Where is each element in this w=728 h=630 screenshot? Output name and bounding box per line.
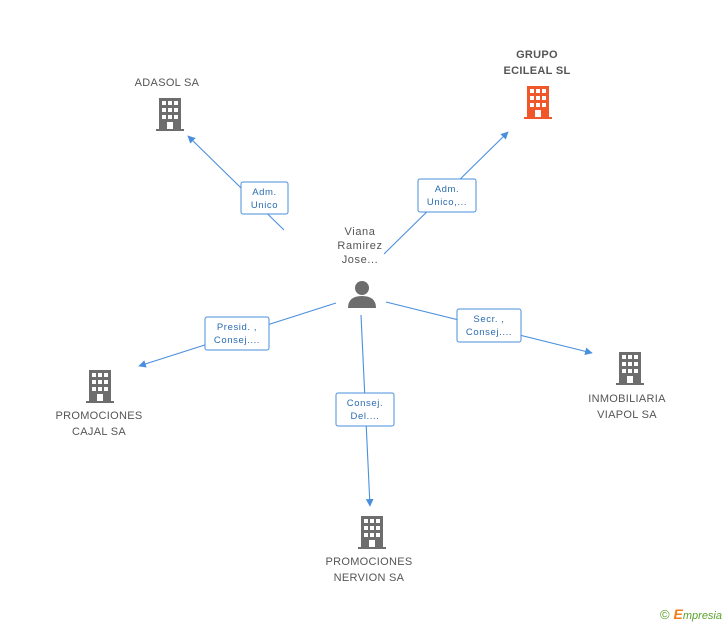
role-badge-promociones-cajal[interactable]: Presid. , Consej.... — [204, 316, 270, 351]
footer-brand: ©Empresia — [660, 606, 722, 622]
company-name-line-2: CAJAL SA — [72, 426, 126, 438]
role-text-line-2: Unico — [251, 200, 278, 211]
role-badge-adasol[interactable]: Adm. Unico — [240, 181, 289, 215]
role-text-line-1: Adm. — [435, 184, 460, 195]
brand-initial: E — [673, 606, 683, 622]
role-text-line-2: Del.... — [350, 411, 379, 422]
role-badge-box — [240, 181, 289, 215]
company-node-inmobiliaria-viapol[interactable]: INMOBILIARIA VIAPOL SA — [588, 352, 666, 421]
company-name-line-1: PROMOCIONES — [55, 410, 142, 422]
company-name-line-1: GRUPO — [516, 49, 558, 61]
role-text-line-1: Adm. — [252, 187, 277, 198]
role-text-line-1: Presid. , — [217, 322, 257, 333]
role-badge-inmobiliaria-viapol[interactable]: Secr. , Consej.... — [456, 308, 522, 343]
building-icon — [616, 352, 644, 385]
company-node-grupo-ecileal[interactable]: GRUPO ECILEAL SL — [504, 49, 571, 119]
center-person-node[interactable]: Viana Ramirez Jose... — [337, 226, 382, 308]
role-text-line-2: Consej.... — [466, 327, 512, 338]
person-name-line-2: Ramirez — [337, 240, 382, 252]
brand-name: mpresia — [682, 610, 722, 622]
role-badge-grupo-ecileal[interactable]: Adm. Unico,... — [417, 178, 477, 213]
company-name-line-2: VIAPOL SA — [597, 409, 657, 421]
company-node-promociones-cajal[interactable]: PROMOCIONES CAJAL SA — [55, 370, 142, 438]
company-name-line-1: ADASOL SA — [135, 77, 200, 89]
role-badge-box — [204, 316, 270, 351]
building-icon — [86, 370, 114, 403]
company-name-line-1: INMOBILIARIA — [588, 393, 666, 405]
role-badge-box — [417, 178, 477, 213]
role-text-line-2: Unico,... — [427, 197, 467, 208]
role-text-line-1: Consej. — [347, 398, 383, 409]
company-node-adasol[interactable]: ADASOL SA — [135, 77, 200, 131]
person-icon — [348, 281, 376, 308]
company-node-promociones-nervion[interactable]: PROMOCIONES NERVION SA — [325, 516, 412, 584]
company-name-line-1: PROMOCIONES — [325, 556, 412, 568]
role-badge-box — [335, 392, 395, 427]
person-name-line-1: Viana — [345, 226, 376, 238]
role-badge-box — [456, 308, 522, 343]
building-icon — [524, 86, 552, 119]
building-icon — [156, 98, 184, 131]
copyright-symbol: © — [659, 607, 670, 622]
building-icon — [358, 516, 386, 549]
role-text-line-1: Secr. , — [473, 314, 504, 325]
company-name-line-2: NERVION SA — [334, 572, 405, 584]
role-text-line-2: Consej.... — [214, 335, 260, 346]
company-name-line-2: ECILEAL SL — [504, 65, 571, 77]
role-badge-promociones-nervion[interactable]: Consej. Del.... — [335, 392, 395, 427]
person-name-line-3: Jose... — [342, 254, 379, 266]
